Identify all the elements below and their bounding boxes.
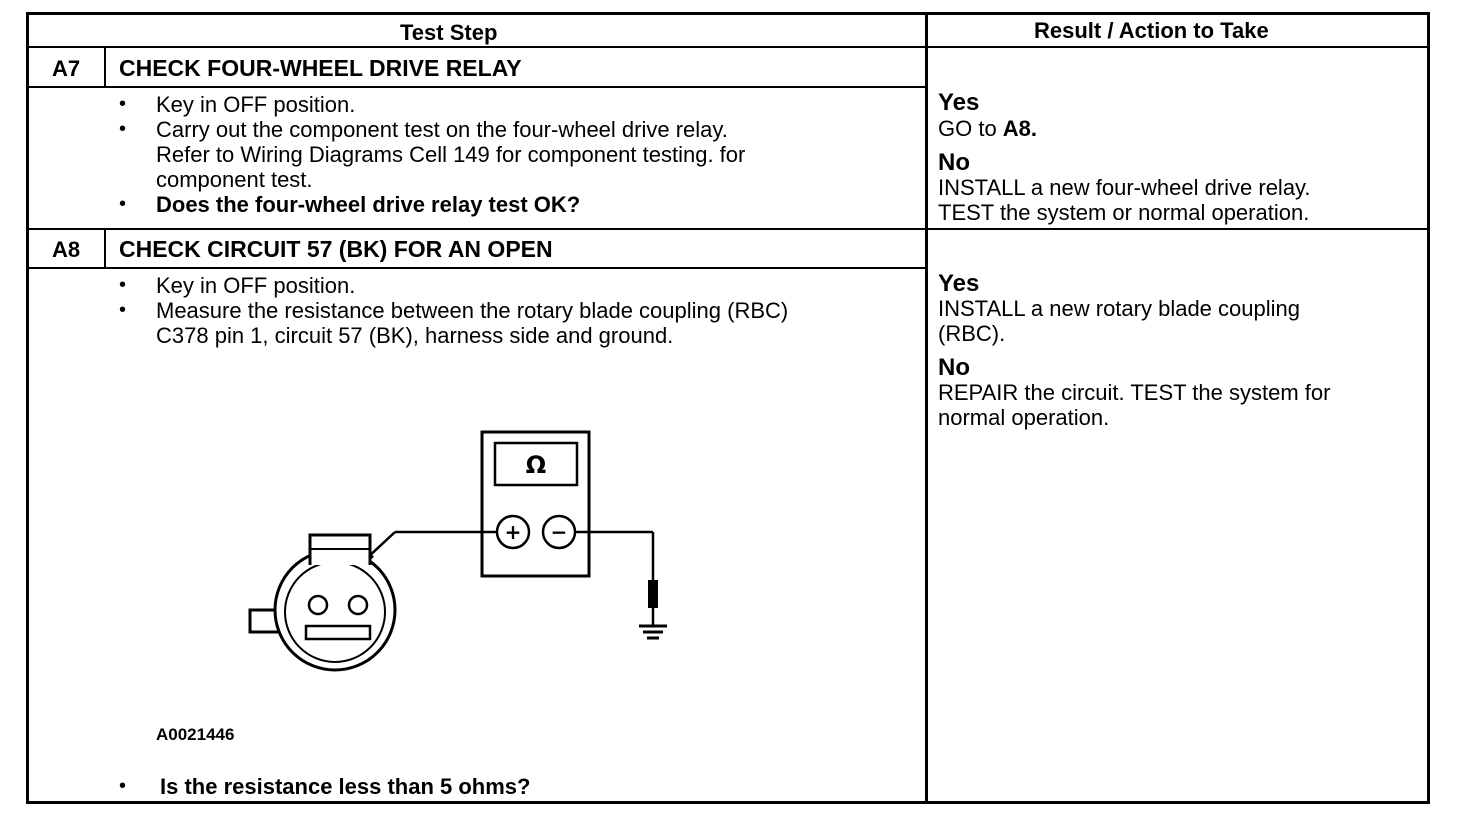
connector-pin-1 [307, 594, 329, 616]
a8-bullet-2-cont: C378 pin 1, circuit 57 (BK), harness sid… [156, 323, 674, 348]
minus-symbol: − [551, 520, 568, 544]
a7-yes-action: GO to A8. [938, 116, 1038, 141]
connector-pin-2 [347, 594, 369, 616]
a7-a8-separator [26, 228, 1430, 230]
a7-bullet-2-cont: Refer to Wiring Diagrams Cell 149 for co… [156, 142, 746, 167]
table-border-top [26, 12, 1430, 15]
a8-yes-action-2: (RBC). [938, 321, 1006, 346]
header-result-action: Result / Action to Take [1034, 18, 1269, 43]
column-divider [925, 12, 928, 804]
ohmmeter-display [493, 441, 579, 487]
table-border-right [1427, 12, 1430, 804]
a7-yes-label: Yes [938, 89, 980, 116]
a7-bullet-2: Carry out the component test on the four… [156, 117, 728, 142]
ground-clip [648, 580, 658, 608]
bullet-glyph: • [119, 775, 127, 797]
a7-question: Does the four-wheel drive relay test OK? [156, 192, 581, 217]
step-title-a7: CHECK FOUR-WHEEL DRIVE RELAY [119, 55, 522, 81]
connector-tab [248, 608, 280, 634]
a8-yes-label: Yes [938, 270, 980, 297]
bullet-glyph: • [119, 118, 127, 140]
a7-title-rule [26, 86, 927, 88]
bullet-glyph: • [119, 93, 127, 115]
a7-bullet-1: Key in OFF position. [156, 92, 356, 117]
a8-no-action-2: normal operation. [938, 405, 1110, 430]
a7-yes-target[interactable]: A8. [1002, 116, 1038, 141]
figure-id: A0021446 [156, 725, 235, 744]
table-border-left [26, 12, 29, 804]
a8-question: Is the resistance less than 5 ohms? [160, 774, 531, 799]
bullet-glyph: • [119, 299, 127, 321]
table-border-bottom [26, 801, 1430, 804]
step-id-a8: A8 [51, 237, 81, 262]
header-rule [26, 46, 1430, 48]
step-id-a7: A7 [51, 56, 81, 81]
a7-no-action-2: TEST the system or normal operation. [938, 200, 1310, 225]
a8-id-divider [104, 230, 106, 268]
plus-symbol: + [505, 520, 522, 544]
a8-no-action-1: REPAIR the circuit. TEST the system for [938, 380, 1331, 405]
connector-body [273, 548, 397, 672]
a8-bullet-2: Measure the resistance between the rotar… [156, 298, 789, 323]
a7-no-label: No [938, 149, 970, 176]
step-title-a8: CHECK CIRCUIT 57 (BK) FOR AN OPEN [119, 236, 553, 262]
a7-bullet-2-cont2: component test. [156, 167, 313, 192]
bullet-glyph: • [119, 193, 127, 215]
a8-no-label: No [938, 354, 970, 381]
a7-no-action-1: INSTALL a new four-wheel drive relay. [938, 175, 1311, 200]
ohmmeter-test-figure: Ω + − [248, 430, 667, 672]
a7-id-divider [104, 48, 106, 88]
connector-slot [304, 624, 372, 641]
a8-bullet-1: Key in OFF position. [156, 273, 356, 298]
bullet-glyph: • [119, 274, 127, 296]
header-test-step: Test Step [400, 20, 498, 45]
ohm-symbol: Ω [526, 451, 546, 479]
a8-title-rule [26, 267, 927, 269]
a8-yes-action-1: INSTALL a new rotary blade coupling [938, 296, 1300, 321]
